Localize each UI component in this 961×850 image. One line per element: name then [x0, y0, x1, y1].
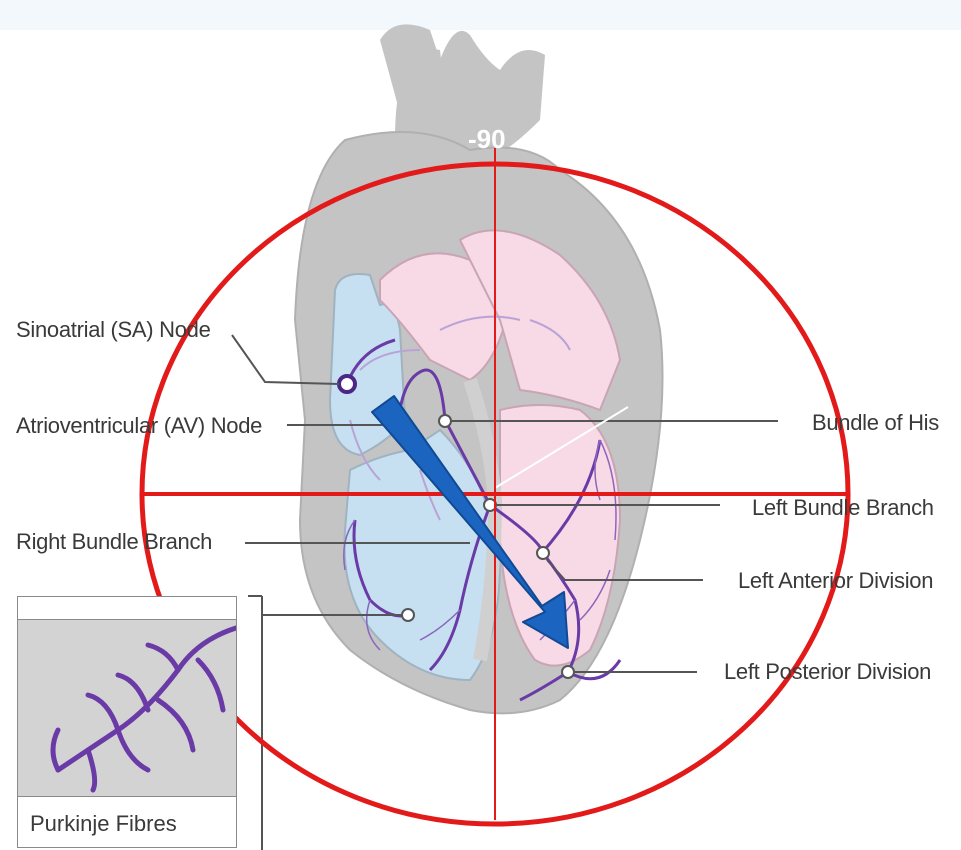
label-purkinje: Purkinje Fibres: [30, 811, 177, 837]
his-node-marker: [439, 415, 451, 427]
purkinje-inset: Purkinje Fibres: [17, 596, 237, 848]
sa-node-marker: [339, 376, 355, 392]
posterior-marker: [562, 666, 574, 678]
label-right-bundle: Right Bundle Branch: [16, 529, 212, 555]
label-left-anterior: Left Anterior Division: [738, 568, 933, 594]
purkinje-branches-icon: [18, 620, 236, 796]
label-left-posterior: Left Posterior Division: [724, 659, 931, 685]
label-left-bundle: Left Bundle Branch: [752, 495, 934, 521]
purkinje-inset-panel: [18, 619, 236, 797]
label-bundle-his: Bundle of His: [812, 410, 939, 436]
anterior-marker: [537, 547, 549, 559]
purkinje-marker: [402, 609, 414, 621]
axis-top-label: -90: [468, 124, 506, 155]
label-av-node: Atrioventricular (AV) Node: [16, 413, 262, 439]
label-sa-node: Sinoatrial (SA) Node: [16, 317, 211, 343]
